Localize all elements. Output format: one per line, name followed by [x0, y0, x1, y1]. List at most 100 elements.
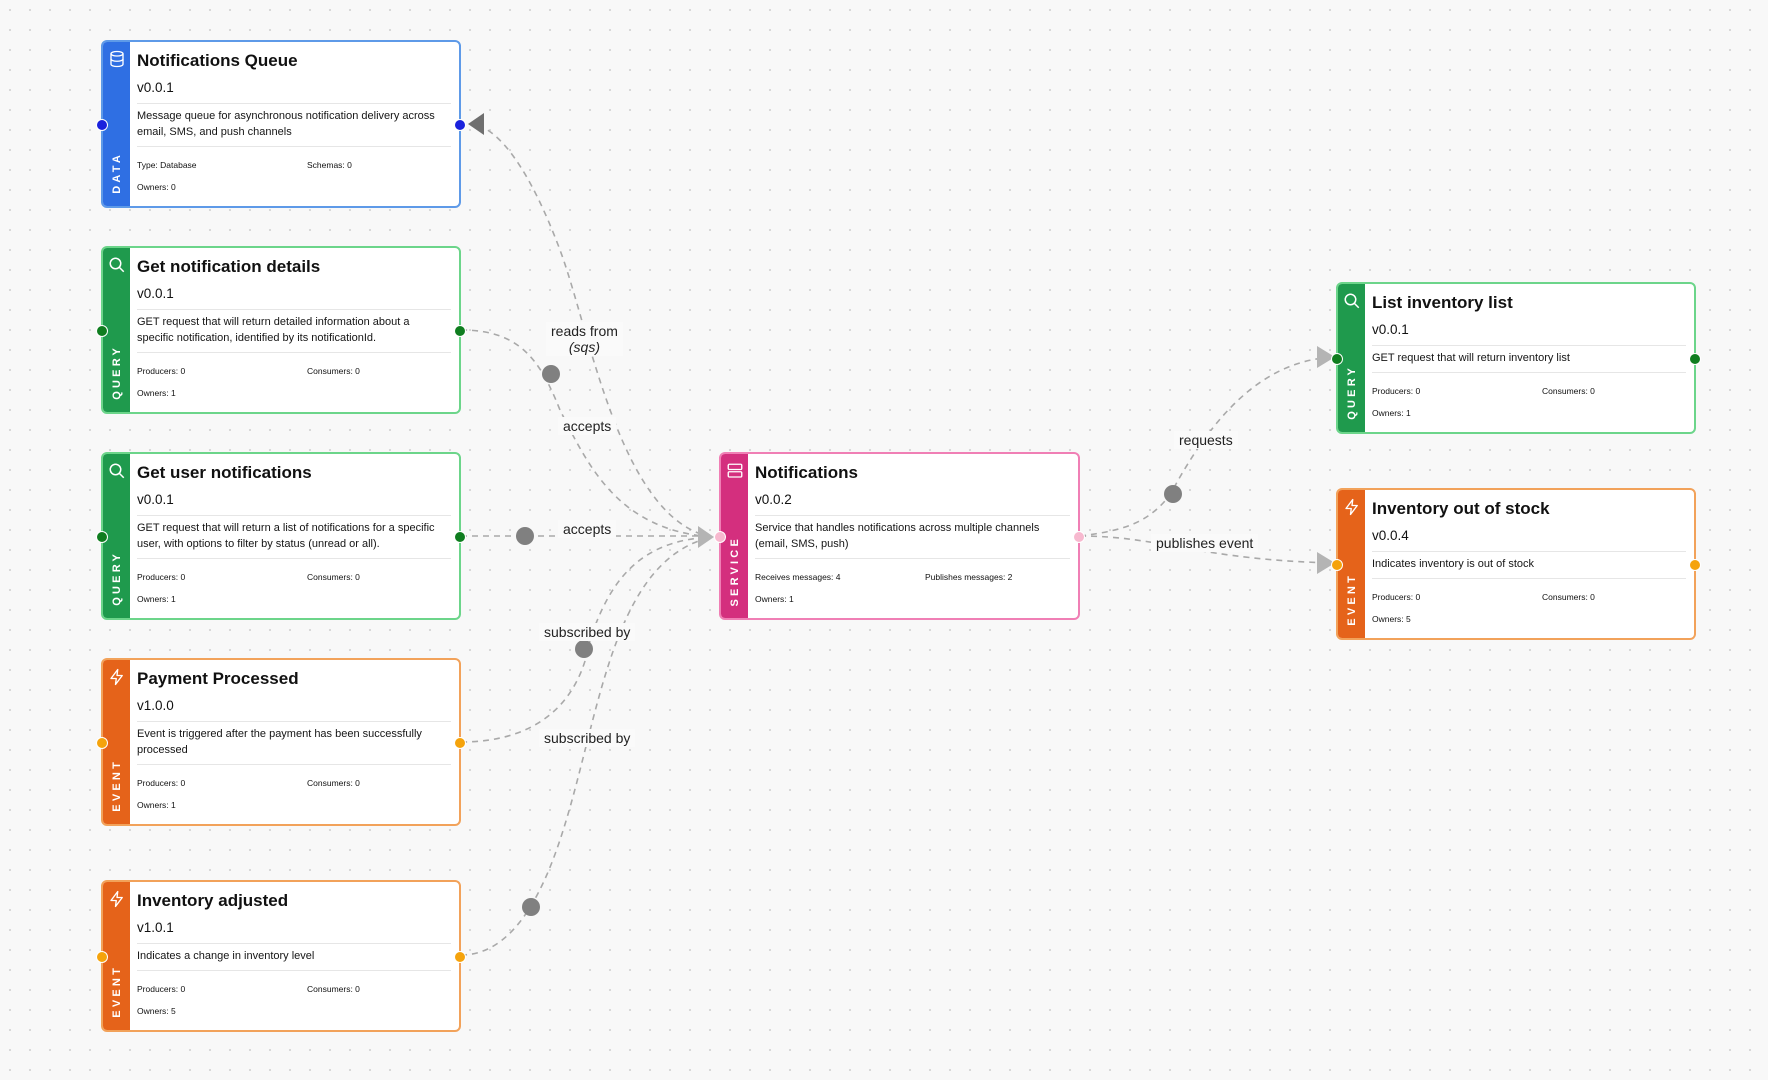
node-title: Get user notifications	[137, 463, 312, 482]
node-meta-producers: Producers: 0	[137, 984, 186, 994]
node-get-user-notifications[interactable]: QUERY Get user notifications v0.0.1 GET …	[96, 452, 466, 620]
node-inventory-out-of-stock[interactable]: EVENT Inventory out of stock v0.0.4 Indi…	[1331, 488, 1701, 640]
node-title: Payment Processed	[137, 669, 299, 688]
node-kind-label: EVENT	[110, 965, 123, 1018]
node-meta-owners: Owners: 0	[137, 182, 176, 192]
node-description: Indicates inventory is out of stock	[1372, 558, 1535, 570]
node-title: Inventory out of stock	[1372, 499, 1550, 518]
node-meta-producers: Producers: 0	[137, 778, 186, 788]
node-version: v0.0.1	[137, 286, 174, 301]
edge-label-subscribed-1: subscribed by	[539, 623, 636, 641]
edge-label-reads-from: reads from (sqs)	[546, 322, 623, 356]
node-meta-consumers: Consumers: 0	[307, 572, 360, 582]
output-handle[interactable]	[454, 531, 466, 543]
node-kind-label: QUERY	[1345, 365, 1358, 420]
output-handle[interactable]	[454, 951, 466, 963]
node-notifications-service[interactable]: SERVICE Notifications v0.0.2 Service tha…	[714, 452, 1085, 620]
server-icon	[721, 460, 748, 482]
node-meta-consumers: Consumers: 0	[307, 366, 360, 376]
output-handle[interactable]	[1073, 531, 1085, 543]
node-meta-owners: Owners: 1	[755, 594, 794, 604]
input-handle[interactable]	[96, 951, 108, 963]
lightning-icon	[103, 888, 130, 910]
edge-label-accepts-1: accepts	[558, 417, 617, 435]
search-icon	[103, 460, 130, 482]
edge-subscribed-2-dot	[522, 898, 540, 916]
edge-label-requests: requests	[1174, 431, 1238, 449]
edge-label-accepts-2-text: accepts	[563, 521, 612, 537]
node-kind-label: DATA	[110, 152, 123, 194]
node-meta-owners: Owners: 1	[1372, 408, 1411, 418]
node-meta-schemas: Schemas: 0	[307, 160, 352, 170]
node-kind-label: EVENT	[1345, 573, 1358, 626]
database-icon	[103, 48, 130, 70]
node-meta-consumers: Consumers: 0	[307, 778, 360, 788]
input-handle[interactable]	[1331, 559, 1343, 571]
node-description: Service that handles notifications acros…	[755, 522, 1040, 550]
node-version: v1.0.1	[137, 920, 174, 935]
node-meta-producers: Producers: 0	[137, 572, 186, 582]
output-handle[interactable]	[454, 737, 466, 749]
edge-label-accepts-1-text: accepts	[563, 418, 612, 434]
node-description: GET request that will return a list of n…	[137, 522, 435, 550]
input-handle[interactable]	[714, 531, 726, 543]
node-description: GET request that will return detailed in…	[137, 316, 410, 344]
node-title: Inventory adjusted	[137, 891, 289, 910]
node-meta-consumers: Consumers: 0	[1542, 592, 1595, 602]
node-list-inventory-list[interactable]: QUERY List inventory list v0.0.1 GET req…	[1331, 282, 1701, 434]
node-description: Event is triggered after the payment has…	[137, 728, 422, 756]
node-payment-processed[interactable]: EVENT Payment Processed v1.0.0 Event is …	[96, 658, 466, 826]
node-meta-owners: Owners: 1	[137, 594, 176, 604]
node-meta-producers: Producers: 0	[137, 366, 186, 376]
input-handle[interactable]	[1331, 353, 1343, 365]
edge-accepts-1-dot	[542, 365, 560, 383]
node-meta-producers: Producers: 0	[1372, 592, 1421, 602]
node-title: List inventory list	[1372, 293, 1513, 312]
node-title: Notifications	[755, 463, 858, 482]
node-description: Message queue for asynchronous notificat…	[137, 110, 435, 138]
edge-label-subscribed-1-text: subscribed by	[544, 624, 631, 640]
node-kind-label: EVENT	[110, 759, 123, 812]
node-version: v0.0.1	[137, 80, 174, 95]
output-handle[interactable]	[1689, 353, 1701, 365]
lightning-icon	[1338, 496, 1365, 518]
node-meta-publishes: Publishes messages: 2	[925, 572, 1013, 582]
node-inventory-adjusted[interactable]: EVENT Inventory adjusted v1.0.1 Indicate…	[96, 880, 466, 1032]
input-handle[interactable]	[96, 325, 108, 337]
node-kind-label: QUERY	[110, 551, 123, 606]
edge-label-accepts-2: accepts	[558, 520, 617, 538]
output-handle[interactable]	[454, 325, 466, 337]
lightning-icon	[103, 666, 130, 688]
edge-label-reads-from-sub: (sqs)	[568, 339, 601, 355]
edge-label-reads-from-text: reads from	[551, 323, 618, 339]
node-title: Get notification details	[137, 257, 321, 276]
node-version: v0.0.4	[1372, 528, 1409, 543]
edge-label-publishes: publishes event	[1151, 534, 1259, 552]
node-meta-producers: Producers: 0	[1372, 386, 1421, 396]
node-version: v0.0.2	[755, 492, 792, 507]
node-meta-owners: Owners: 1	[137, 800, 176, 810]
node-title: Notifications Queue	[137, 51, 298, 70]
edge-label-subscribed-2: subscribed by	[539, 729, 636, 747]
node-notifications-queue[interactable]: DATA Notifications Queue v0.0.1 Message …	[96, 40, 466, 208]
node-meta-owners: Owners: 5	[1372, 614, 1411, 624]
service-input-arrow	[698, 526, 714, 548]
node-meta-owners: Owners: 5	[137, 1006, 176, 1016]
node-get-notification-details[interactable]: QUERY Get notification details v0.0.1 GE…	[96, 246, 466, 414]
input-handle[interactable]	[96, 119, 108, 131]
output-handle[interactable]	[454, 119, 466, 131]
node-meta-type: Type: Database	[137, 160, 197, 170]
node-meta-receives: Receives messages: 4	[755, 572, 841, 582]
node-version: v0.0.1	[1372, 322, 1409, 337]
input-handle[interactable]	[96, 737, 108, 749]
node-kind-label: SERVICE	[728, 535, 741, 607]
node-meta-consumers: Consumers: 0	[1542, 386, 1595, 396]
output-handle[interactable]	[1689, 559, 1701, 571]
input-handle[interactable]	[96, 531, 108, 543]
node-version: v1.0.0	[137, 698, 174, 713]
edge-requests-dot	[1164, 485, 1182, 503]
node-kind-label: QUERY	[110, 345, 123, 400]
edge-label-requests-text: requests	[1179, 432, 1233, 448]
edge-subscribed-1-dot	[575, 640, 593, 658]
edge-label-subscribed-2-text: subscribed by	[544, 730, 631, 746]
